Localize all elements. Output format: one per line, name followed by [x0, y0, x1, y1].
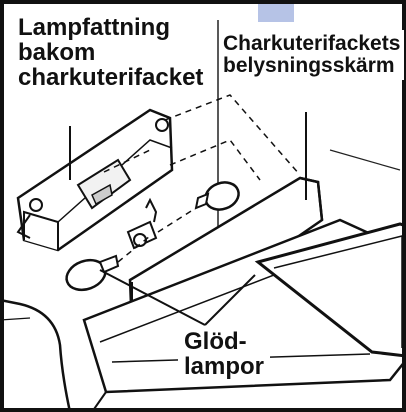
- assembly-dashed-lines: [103, 94, 301, 263]
- light-bulb-right: [194, 181, 240, 211]
- right-wall-edge: [329, 149, 401, 171]
- lamp-holder-label-line-3: charkuterifacket: [18, 64, 204, 92]
- lamp-holder-label-line-1: Lampfattning: [18, 14, 170, 41]
- light-shield-label: Charkuterifackets belysningsskärm: [219, 30, 405, 81]
- bulbs-label-line-1: Glöd-: [184, 328, 247, 355]
- lamp-holder-label-line-2: bakom: [18, 39, 96, 67]
- leader-lines: [69, 112, 307, 326]
- lamp-holder: [16, 108, 174, 252]
- shelf-edge: [0, 298, 72, 412]
- lamp-holder-label: Lampfattning bakom charkuterifacket: [14, 13, 208, 93]
- bulb-socket: [126, 197, 158, 250]
- light-shield-label-line-1: Charkuterifackets: [223, 32, 401, 55]
- bulbs-label: Glöd- lampor: [178, 327, 271, 382]
- bulbs-label-line-2: lampor: [184, 353, 265, 381]
- light-shield-label-line-2: belysningsskärm: [223, 54, 395, 78]
- side-panel-strip: [258, 0, 294, 22]
- light-bulb-left: [65, 254, 120, 292]
